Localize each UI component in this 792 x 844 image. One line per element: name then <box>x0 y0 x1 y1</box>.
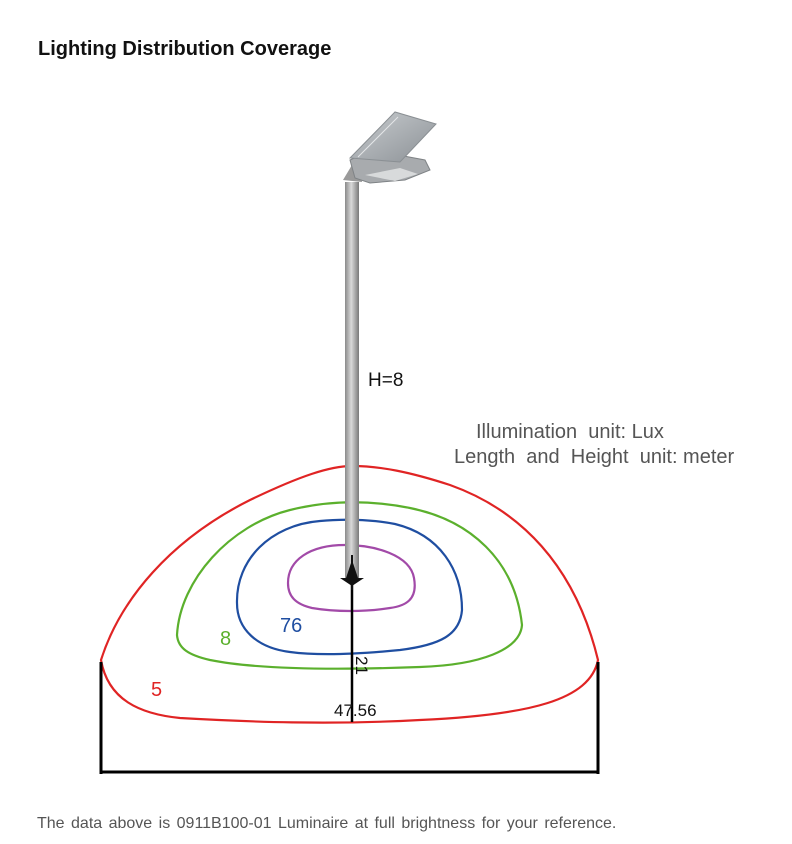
contour-inner-lux <box>286 543 416 613</box>
contour-5-lux <box>99 464 600 724</box>
width-dimension <box>99 662 600 774</box>
contour-label-5: 5 <box>151 679 162 701</box>
width-dimension-label: 47.56 <box>334 701 377 720</box>
page-title: Lighting Distribution Coverage <box>38 38 332 60</box>
street-lamp-head <box>343 111 437 184</box>
contour-label-76: 76 <box>280 615 302 637</box>
footnote-text: The data above is 0911B100-01 Luminaire … <box>37 815 617 832</box>
illumination-unit-text: Illumination unit: Lux <box>476 421 664 443</box>
contour-label-8: 8 <box>220 628 231 650</box>
contour-8-lux <box>175 501 524 670</box>
length-height-unit-text: Length and Height unit: meter <box>454 446 735 468</box>
light-pole <box>345 182 359 580</box>
contour-76-lux <box>235 518 464 656</box>
pole-height-label: H=8 <box>368 370 403 391</box>
pole-base-marker <box>340 555 364 590</box>
vertical-dimension-label: 21 <box>352 656 371 675</box>
